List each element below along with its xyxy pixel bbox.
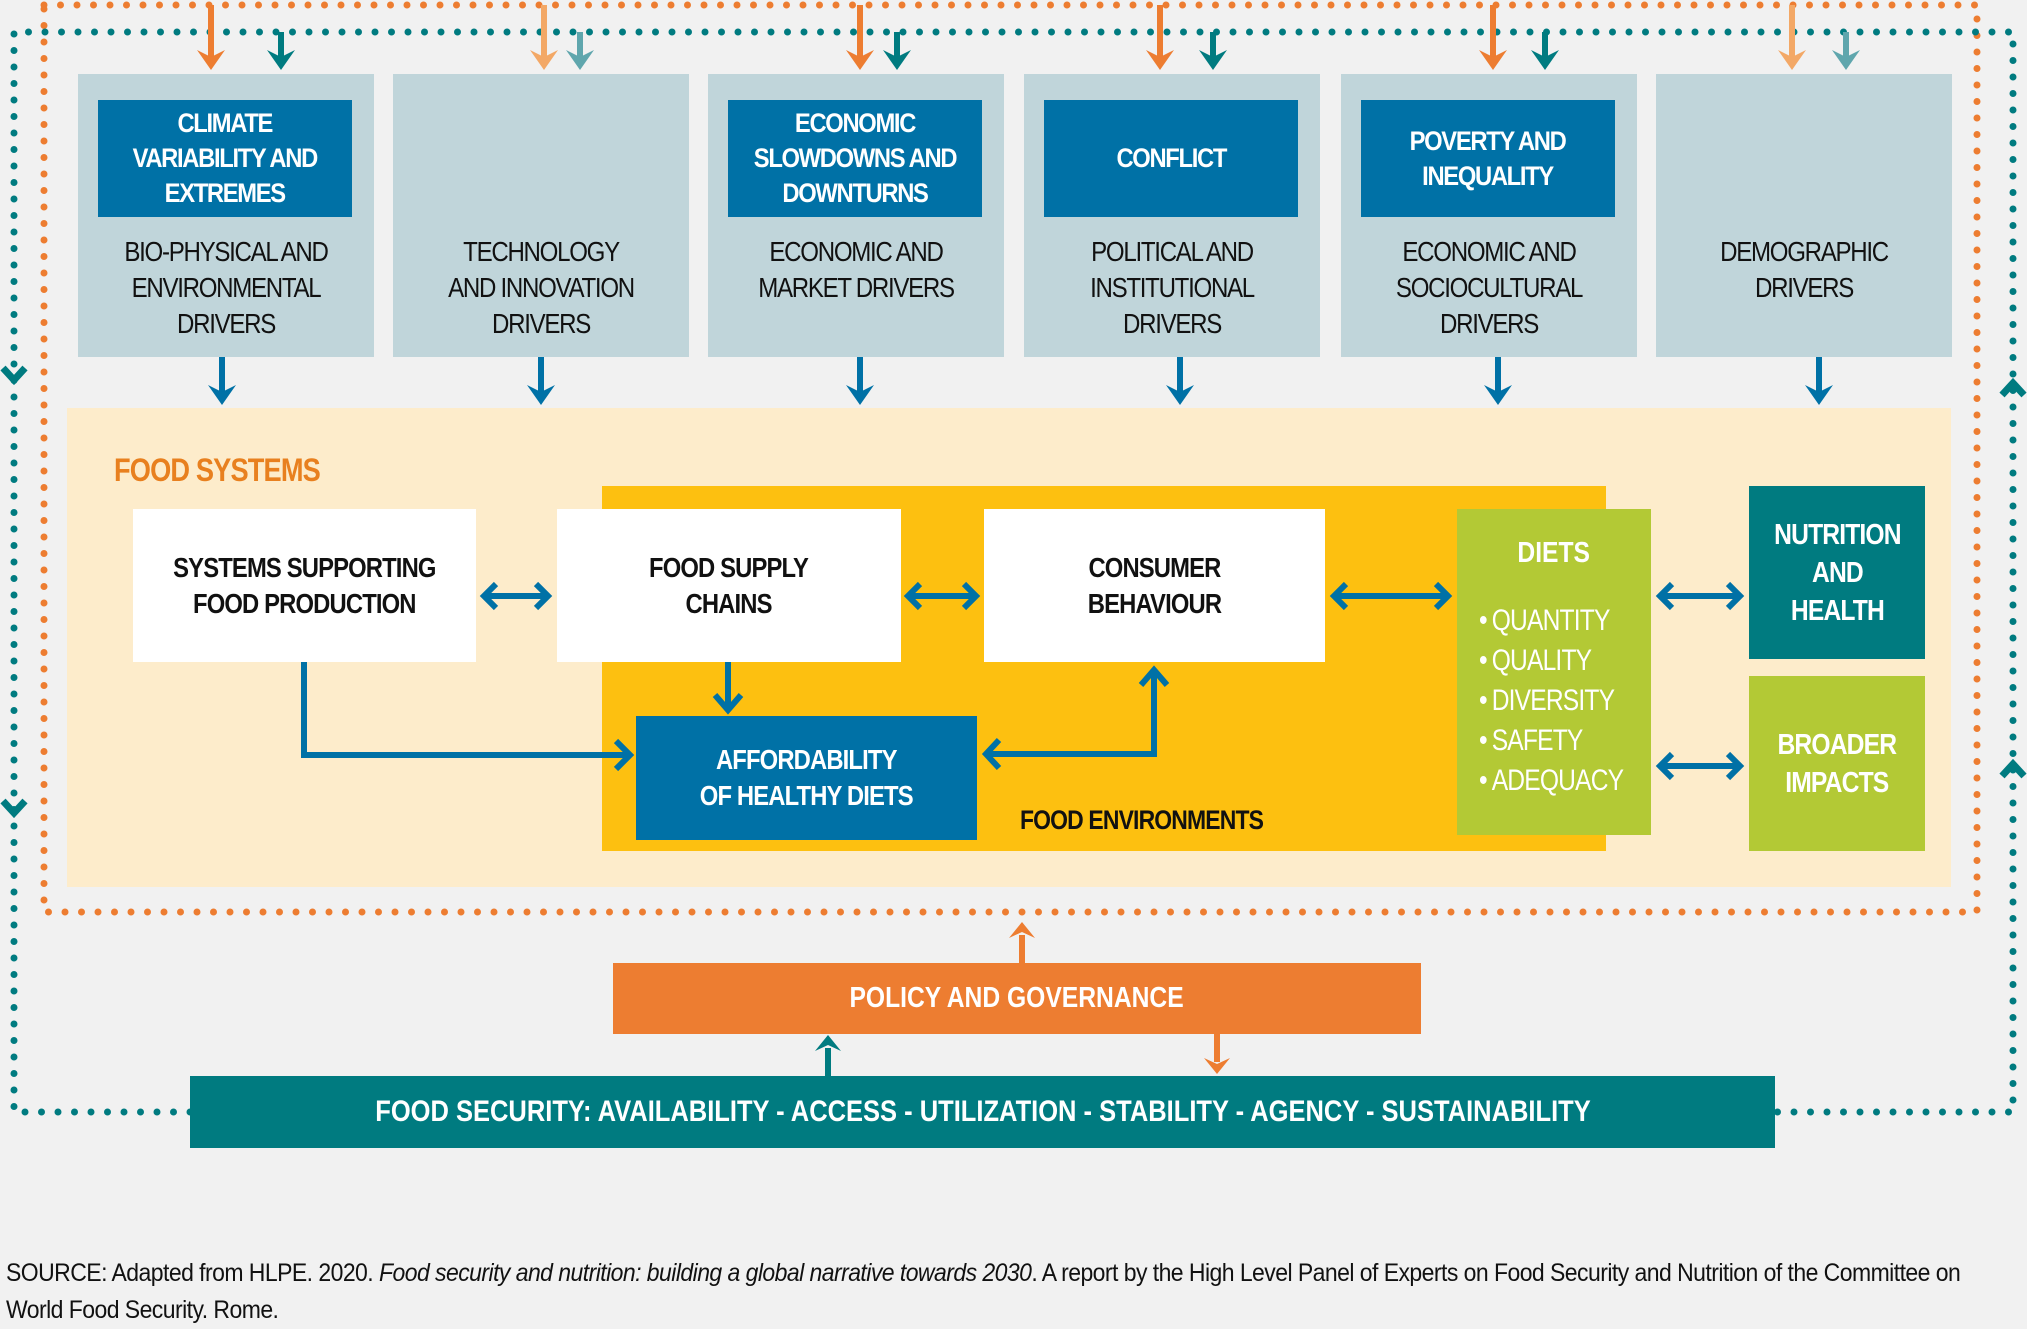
affordability-label: AFFORDABILITY OF HEALTHY DIETS — [700, 744, 914, 811]
diets-item: QUALITY — [1479, 641, 1623, 681]
food-security-label: FOOD SECURITY: AVAILABILITY - ACCESS - U… — [374, 1095, 1591, 1128]
double-arrow-icon — [903, 581, 981, 611]
driver-label: POLITICAL AND INSTITUTIONAL DRIVERS — [1090, 236, 1255, 339]
broader-impacts-label: BROADER IMPACTS — [1777, 728, 1898, 799]
driver-box[interactable]: TECHNOLOGY AND INNOVATION DRIVERS — [393, 74, 689, 357]
driver-highlight: CONFLICT — [1044, 100, 1298, 217]
food-security-bar[interactable]: FOOD SECURITY: AVAILABILITY - ACCESS - U… — [190, 1076, 1775, 1148]
driver-box[interactable]: CLIMATE VARIABILITY AND EXTREMES BIO-PHYS… — [78, 74, 374, 357]
diets-box[interactable]: DIETS QUANTITY QUALITY DIVERSITY SAFETY … — [1457, 509, 1651, 835]
driver-highlight-label: POVERTY AND INEQUALITY — [1410, 125, 1567, 191]
food-systems-title: FOOD SYSTEMS — [114, 452, 321, 488]
diets-item: SAFETY — [1479, 721, 1623, 761]
driver-highlight-label: CONFLICT — [1116, 143, 1227, 173]
driver-label: ECONOMIC AND MARKET DRIVERS — [758, 236, 955, 303]
double-arrow-icon — [479, 581, 553, 611]
diets-title: DIETS — [1517, 537, 1591, 569]
driver-box[interactable]: CONFLICT POLITICAL AND INSTITUTIONAL DRIV… — [1024, 74, 1320, 357]
systems-supporting-food-production-box[interactable]: SYSTEMS SUPPORTING FOOD PRODUCTION — [133, 509, 476, 662]
driver-label: ECONOMIC AND SOCIOCULTURAL DRIVERS — [1395, 236, 1583, 339]
connector-arrow — [712, 662, 744, 715]
driver-highlight: CLIMATE VARIABILITY AND EXTREMES — [98, 100, 352, 217]
driver-box[interactable]: POVERTY AND INEQUALITY ECONOMIC AND SOCIO… — [1341, 74, 1637, 357]
food-environments-label: FOOD ENVIRONMENTS — [1020, 805, 1264, 835]
diets-item: DIVERSITY — [1479, 681, 1623, 721]
driver-label: DEMOGRAPHIC DRIVERS — [1720, 236, 1889, 303]
nutrition-health-label: NUTRITION AND HEALTH — [1773, 518, 1901, 627]
policy-governance-bar[interactable]: POLICY AND GOVERNANCE — [613, 963, 1421, 1034]
nutrition-health-box[interactable]: NUTRITION AND HEALTH — [1749, 486, 1925, 659]
broader-impacts-box[interactable]: BROADER IMPACTS — [1749, 676, 1925, 851]
driver-highlight-label: CLIMATE VARIABILITY AND EXTREMES — [132, 108, 319, 208]
source-note: SOURCE: Adapted from HLPE. 2020. Food se… — [6, 1255, 2016, 1329]
diets-list: QUANTITY QUALITY DIVERSITY SAFETY ADEQUA… — [1479, 601, 1655, 801]
driver-highlight-label: ECONOMIC SLOWDOWNS AND DOWNTURNS — [753, 108, 958, 208]
source-prefix: SOURCE: Adapted from HLPE. 2020. — [6, 1259, 379, 1287]
consumer-behaviour-box[interactable]: CONSUMER BEHAVIOUR — [984, 509, 1325, 662]
driver-label: TECHNOLOGY AND INNOVATION DRIVERS — [448, 236, 635, 339]
food-supply-chains-box[interactable]: FOOD SUPPLY CHAINS — [557, 509, 901, 662]
double-arrow-icon — [1655, 581, 1745, 611]
systems-supporting-label: SYSTEMS SUPPORTING FOOD PRODUCTION — [173, 551, 436, 619]
policy-governance-label: POLICY AND GOVERNANCE — [849, 982, 1185, 1014]
driver-highlight: ECONOMIC SLOWDOWNS AND DOWNTURNS — [728, 100, 982, 217]
double-arrow-icon — [1655, 751, 1745, 781]
connector-arrow — [301, 662, 635, 772]
consumer-behaviour-label: CONSUMER BEHAVIOUR — [1087, 551, 1222, 619]
diets-item: ADEQUACY — [1479, 761, 1624, 801]
driver-label: BIO-PHYSICAL AND ENVIRONMENTAL DRIVERS — [124, 236, 329, 339]
connector-arrow — [981, 665, 1170, 771]
driver-box[interactable]: ECONOMIC SLOWDOWNS AND DOWNTURNS ECONOMIC… — [708, 74, 1004, 357]
diets-item: QUANTITY — [1479, 601, 1623, 641]
driver-highlight: POVERTY AND INEQUALITY — [1361, 100, 1615, 217]
driver-box[interactable]: DEMOGRAPHIC DRIVERS — [1656, 74, 1952, 357]
source-suffix: . A report by the High Level Panel of Ex… — [6, 1259, 1961, 1324]
food-supply-chains-label: FOOD SUPPLY CHAINS — [649, 551, 809, 619]
source-title: Food security and nutrition: building a … — [378, 1259, 1032, 1287]
affordability-box[interactable]: AFFORDABILITY OF HEALTHY DIETS — [636, 716, 977, 840]
double-arrow-icon — [1329, 581, 1453, 611]
